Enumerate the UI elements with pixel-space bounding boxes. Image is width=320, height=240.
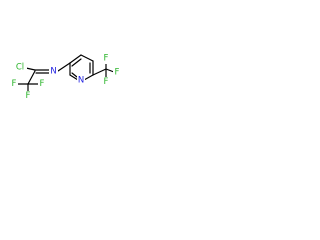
atom-nitrogen-ring: N bbox=[78, 76, 84, 86]
bond-c-cl bbox=[25, 67, 36, 71]
bond-ring-c6-n-inner bbox=[71, 72, 78, 78]
atom-fluorine-bottom-right: F bbox=[104, 77, 109, 87]
structure-canvas: Cl N N F F F F F F bbox=[0, 0, 152, 152]
bond-ring-c2-c3-inner bbox=[71, 58, 82, 67]
bond-n-ring-c2 bbox=[57, 62, 71, 72]
atom-chlorine: Cl bbox=[16, 63, 24, 73]
atom-fluorine-top-right: F bbox=[104, 54, 109, 64]
atom-nitrogen-imine: N bbox=[50, 67, 56, 77]
bond-ring-c2-c3 bbox=[69, 54, 82, 64]
molecule-drawing: Cl N N F F F F F F bbox=[10, 54, 121, 101]
bond-ring-c3-c4 bbox=[80, 54, 94, 62]
bond-c-cf3a bbox=[27, 70, 36, 85]
bonds bbox=[17, 54, 115, 93]
atom-fluorine-bottom: F bbox=[26, 91, 31, 101]
bond-c5-cf3b bbox=[92, 68, 107, 76]
atom-labels: Cl N N F F F F F F bbox=[10, 54, 121, 101]
bond-cf3b-f-right bbox=[105, 68, 115, 73]
atom-fluorine-right: F bbox=[115, 68, 120, 78]
bond-ring-c5-c6 bbox=[83, 74, 94, 81]
atom-fluorine-mid: F bbox=[40, 79, 45, 89]
bond-ring-c6-n bbox=[69, 74, 79, 81]
atom-fluorine-left: F bbox=[12, 79, 17, 89]
